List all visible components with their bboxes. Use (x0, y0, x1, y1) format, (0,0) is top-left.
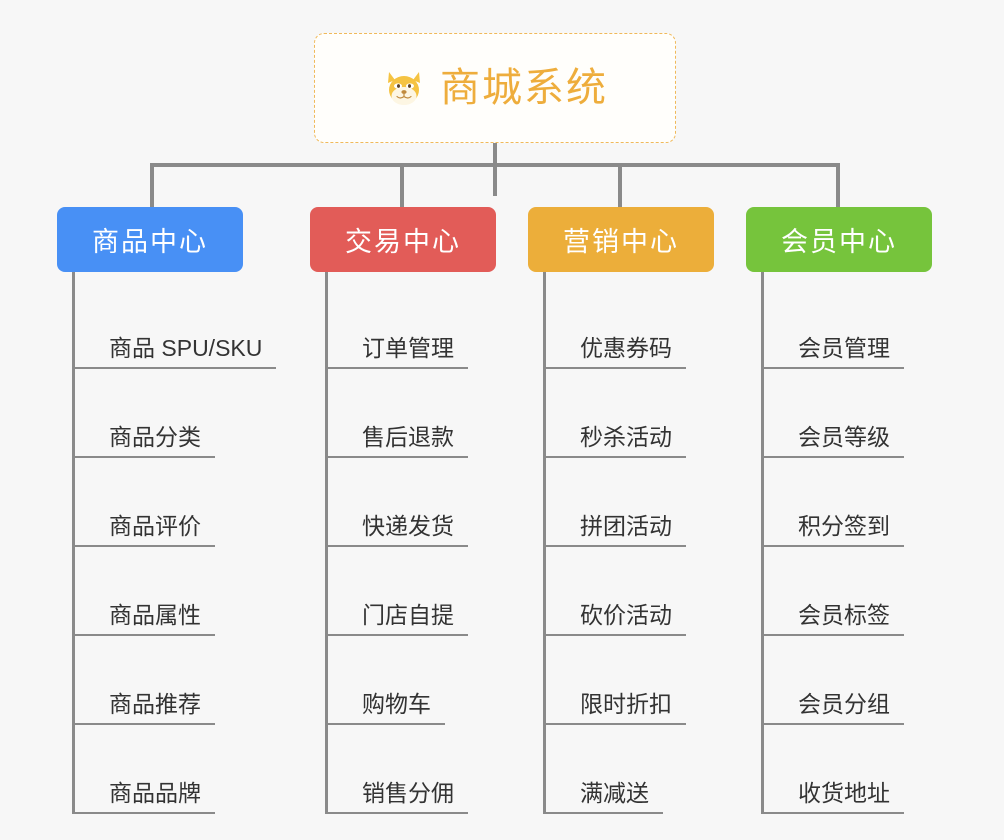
category-header-trade[interactable]: 交易中心 (310, 207, 496, 272)
category-label: 会员中心 (781, 227, 897, 257)
list-item[interactable]: 售后退款 (328, 369, 540, 458)
root-node[interactable]: 商城系统 (314, 33, 676, 143)
leaf-label: 订单管理 (328, 335, 468, 369)
list-item[interactable]: 商品属性 (75, 547, 307, 636)
list-item[interactable]: 商品分类 (75, 369, 307, 458)
category-label: 营销中心 (563, 227, 679, 257)
category-column-product: 商品中心 商品 SPU/SKU 商品分类 商品评价 商品属性 商品推荐 商品品牌 (57, 207, 307, 814)
leaf-label: 商品分类 (75, 424, 215, 458)
connector-drop-2 (400, 163, 404, 207)
category-label: 商品中心 (92, 227, 208, 257)
list-item[interactable]: 积分签到 (764, 458, 976, 547)
category-header-product[interactable]: 商品中心 (57, 207, 243, 272)
list-item[interactable]: 会员标签 (764, 547, 976, 636)
category-columns: 商品中心 商品 SPU/SKU 商品分类 商品评价 商品属性 商品推荐 商品品牌… (0, 207, 1004, 840)
list-item[interactable]: 收货地址 (764, 725, 976, 814)
leaf-label: 商品 SPU/SKU (75, 335, 277, 369)
list-item[interactable]: 会员分组 (764, 636, 976, 725)
list-item[interactable]: 销售分佣 (328, 725, 540, 814)
list-item[interactable]: 门店自提 (328, 547, 540, 636)
category-label: 交易中心 (345, 227, 461, 257)
list-item[interactable]: 秒杀活动 (546, 369, 758, 458)
leaf-rail: 优惠券码 秒杀活动 拼团活动 砍价活动 限时折扣 满减送 (543, 272, 758, 814)
leaf-label: 收货地址 (764, 780, 904, 814)
category-column-trade: 交易中心 订单管理 售后退款 快递发货 门店自提 购物车 销售分佣 (310, 207, 540, 814)
leaf-label: 秒杀活动 (546, 424, 686, 458)
category-column-member: 会员中心 会员管理 会员等级 积分签到 会员标签 会员分组 收货地址 (746, 207, 976, 814)
list-item[interactable]: 商品评价 (75, 458, 307, 547)
leaf-label: 优惠券码 (546, 335, 686, 369)
leaf-label: 会员管理 (764, 335, 904, 369)
shiba-dog-face-icon (382, 66, 426, 110)
leaf-label: 会员标签 (764, 602, 904, 636)
leaf-label: 满减送 (546, 780, 663, 814)
leaf-rail: 会员管理 会员等级 积分签到 会员标签 会员分组 收货地址 (761, 272, 976, 814)
leaf-label: 商品推荐 (75, 691, 215, 725)
list-item[interactable]: 订单管理 (328, 280, 540, 369)
leaf-label: 快递发货 (328, 513, 468, 547)
connector-bus (150, 163, 840, 167)
list-item[interactable]: 购物车 (328, 636, 540, 725)
leaf-label: 商品品牌 (75, 780, 215, 814)
leaf-rail: 商品 SPU/SKU 商品分类 商品评价 商品属性 商品推荐 商品品牌 (72, 272, 307, 814)
category-header-member[interactable]: 会员中心 (746, 207, 932, 272)
list-item[interactable]: 商品 SPU/SKU (75, 280, 307, 369)
connector-stem (493, 143, 497, 196)
leaf-label: 商品评价 (75, 513, 215, 547)
list-item[interactable]: 砍价活动 (546, 547, 758, 636)
leaf-label: 售后退款 (328, 424, 468, 458)
category-column-marketing: 营销中心 优惠券码 秒杀活动 拼团活动 砍价活动 限时折扣 满减送 (528, 207, 758, 814)
leaf-label: 会员分组 (764, 691, 904, 725)
connector-drop-4 (836, 163, 840, 207)
root-title: 商城系统 (440, 66, 608, 110)
list-item[interactable]: 会员管理 (764, 280, 976, 369)
leaf-label: 会员等级 (764, 424, 904, 458)
leaf-label: 购物车 (328, 691, 445, 725)
leaf-label: 拼团活动 (546, 513, 686, 547)
leaf-label: 门店自提 (328, 602, 468, 636)
leaf-label: 砍价活动 (546, 602, 686, 636)
leaf-label: 限时折扣 (546, 691, 686, 725)
leaf-label: 商品属性 (75, 602, 215, 636)
connector-drop-1 (150, 163, 154, 207)
category-header-marketing[interactable]: 营销中心 (528, 207, 714, 272)
leaf-rail: 订单管理 售后退款 快递发货 门店自提 购物车 销售分佣 (325, 272, 540, 814)
list-item[interactable]: 商品品牌 (75, 725, 307, 814)
list-item[interactable]: 会员等级 (764, 369, 976, 458)
leaf-label: 销售分佣 (328, 780, 468, 814)
list-item[interactable]: 优惠券码 (546, 280, 758, 369)
list-item[interactable]: 快递发货 (328, 458, 540, 547)
connector-drop-3 (618, 163, 622, 207)
leaf-label: 积分签到 (764, 513, 904, 547)
list-item[interactable]: 限时折扣 (546, 636, 758, 725)
list-item[interactable]: 拼团活动 (546, 458, 758, 547)
list-item[interactable]: 商品推荐 (75, 636, 307, 725)
list-item[interactable]: 满减送 (546, 725, 758, 814)
